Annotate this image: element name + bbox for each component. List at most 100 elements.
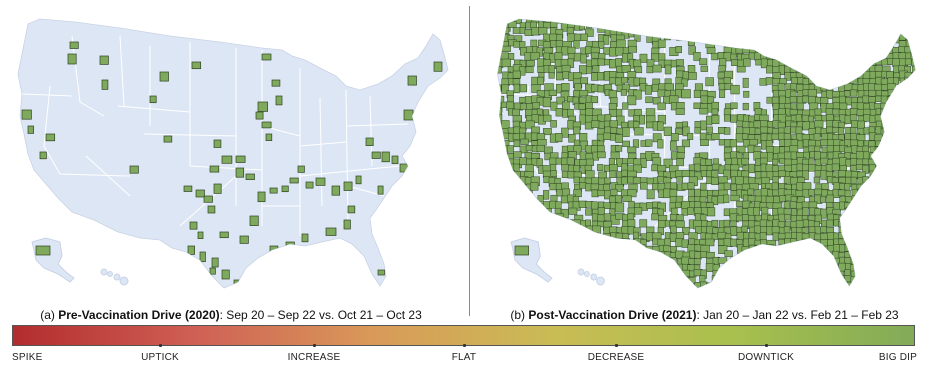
county-marker [784,22,794,33]
county-marker [863,239,872,249]
county-marker [815,269,823,278]
county-marker [711,108,719,116]
county-marker [899,195,907,205]
county-marker [783,133,791,140]
county-marker [700,139,709,146]
county-marker [729,276,740,285]
county-marker [893,250,903,260]
county-marker [886,226,894,234]
county-marker [862,158,870,165]
county-marker [608,103,617,111]
county-marker [862,270,871,279]
county-marker [597,189,605,197]
county-marker [802,275,809,283]
county-marker [862,208,871,215]
county-marker [869,207,878,217]
county-marker [501,182,509,192]
county-marker [885,194,893,204]
county-marker [821,28,829,36]
county-marker [814,35,821,43]
county-marker [911,208,916,218]
county-marker [640,182,648,190]
county-marker [766,21,777,28]
county-marker [778,289,785,296]
county-marker [796,295,805,303]
county-marker [519,214,529,222]
county-marker [808,188,815,196]
county-marker [911,72,916,81]
panel-divider [469,6,470,316]
county-marker [917,201,925,210]
county-marker [652,133,662,143]
county-marker [868,46,877,54]
county-marker [892,269,903,277]
county-marker [862,194,872,203]
county-marker [593,289,600,296]
county-marker [779,28,788,36]
county-marker [371,215,382,225]
county-marker [651,296,657,305]
county-marker [622,289,629,295]
county-marker [736,287,743,288]
county-marker [917,34,925,42]
county-marker [795,281,803,288]
county-marker [917,158,926,165]
county-marker [742,262,750,271]
county-marker [706,207,716,217]
county-marker [861,287,870,288]
county-marker [918,265,924,272]
county-marker [807,21,817,29]
county-marker [790,256,797,266]
county-marker [605,296,612,302]
county-marker [880,245,887,256]
county-marker [730,226,738,236]
county-marker [149,95,157,104]
county-marker [849,52,857,61]
county-marker [497,252,504,262]
county-marker [881,28,889,37]
county-marker [742,77,749,88]
county-marker [814,151,822,161]
county-marker [544,232,552,241]
county-marker [99,55,109,65]
county-marker [507,189,517,196]
county-marker [705,77,714,87]
county-marker [520,196,528,204]
county-marker [723,208,731,217]
county-marker [609,263,619,272]
county-marker [669,276,679,285]
county-marker [796,19,805,25]
county-marker [501,45,511,52]
county-marker [664,258,673,265]
county-marker [590,262,599,273]
county-marker [532,102,540,109]
county-marker [754,245,761,255]
county-marker [614,238,625,247]
county-marker [796,33,804,43]
county-marker [550,289,558,295]
county-marker [669,269,679,278]
county-marker [899,256,908,265]
county-marker [730,220,737,227]
county-marker [597,58,606,66]
legend-label-flat: FLAT [451,352,477,363]
county-marker [797,256,804,266]
county-marker [911,21,916,32]
county-marker [911,90,916,98]
county-marker [838,45,847,53]
county-marker [644,84,652,95]
county-marker [791,295,798,304]
county-marker [808,251,818,258]
county-marker [617,290,625,297]
county-marker [508,283,516,288]
county-marker [585,219,591,227]
county-marker [706,251,715,259]
county-marker [748,163,755,174]
county-marker [297,165,305,173]
county-marker [500,252,507,260]
county-marker [874,245,884,255]
county-marker [615,258,622,269]
county-marker [820,276,829,283]
county-marker [887,245,897,253]
county-marker [197,231,204,239]
